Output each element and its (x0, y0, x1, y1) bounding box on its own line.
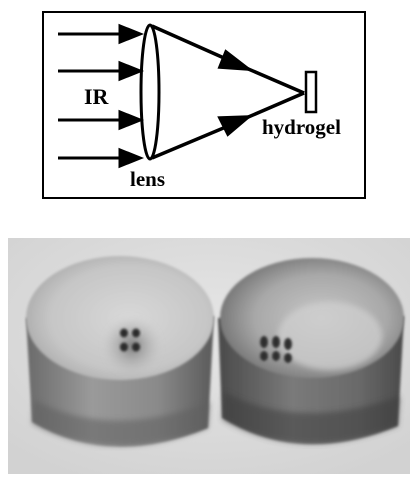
lens-label: lens (130, 167, 165, 191)
left-sample-dots (120, 329, 140, 352)
photo-backdrop (8, 238, 410, 474)
right-sample-dots (260, 336, 292, 363)
optical-schematic: IR lens hydrogel (0, 0, 414, 210)
left-hydrogel-sample (26, 256, 214, 447)
right-hydrogel-sample (218, 258, 404, 444)
hydrogel-label: hydrogel (262, 115, 341, 139)
hydrogel-target (306, 72, 316, 112)
ir-label: IR (84, 84, 110, 109)
